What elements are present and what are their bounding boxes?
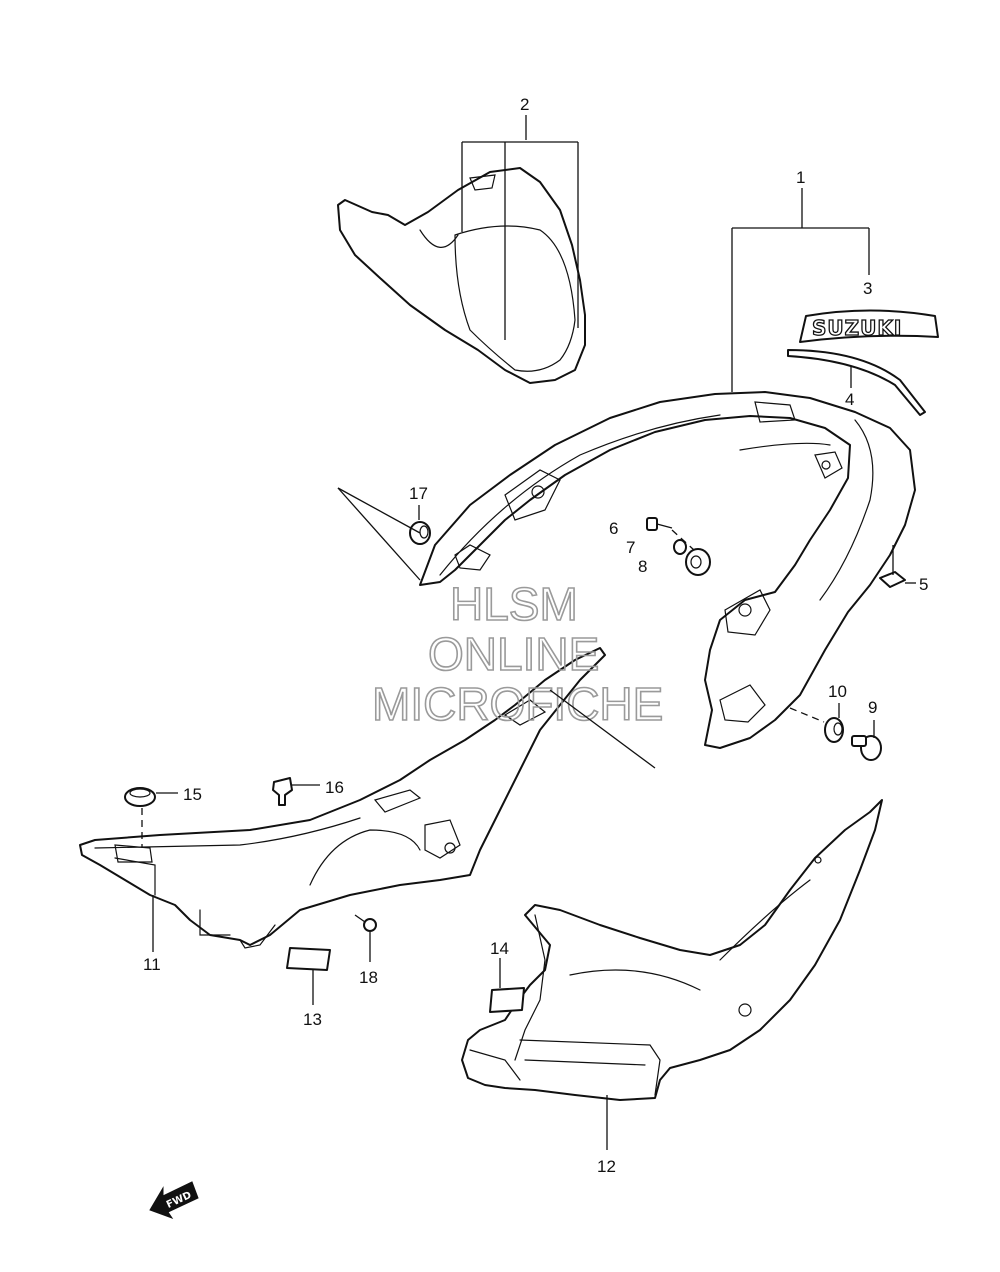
part-13-cushion-pad[interactable] xyxy=(286,947,331,1005)
callout-9: 9 xyxy=(868,698,877,717)
callout-6: 6 xyxy=(609,519,618,538)
part-4-stripe-tape[interactable] xyxy=(787,349,926,416)
part-16-clip[interactable] xyxy=(272,777,320,806)
part-2-rear-cowl[interactable] xyxy=(337,167,586,384)
watermark-line-3: MICROFICHE xyxy=(372,678,663,730)
emblem-text: SUZUKI xyxy=(812,316,902,340)
watermark-cross-lines xyxy=(337,487,656,769)
part-3-suzuki-emblem[interactable]: SUZUKI xyxy=(799,309,939,343)
part-17-grommet[interactable] xyxy=(409,505,431,545)
part-10-grommet[interactable] xyxy=(789,703,844,743)
part-8-cushion[interactable] xyxy=(685,548,711,576)
callout-10: 10 xyxy=(828,682,847,701)
fwd-arrow-icon: FWD xyxy=(149,1181,199,1219)
part-1-seat-tail-cover[interactable] xyxy=(419,391,916,749)
part-12-lower-side-cover[interactable] xyxy=(461,799,883,1101)
callout-16: 16 xyxy=(325,778,344,797)
callout-2-leaders xyxy=(461,115,579,340)
callout-labels: 1 2 3 4 5 6 7 8 9 10 11 12 13 14 15 16 1… xyxy=(143,95,928,1176)
callout-11: 11 xyxy=(143,955,161,974)
watermark: HLSM ONLINE MICROFICHE xyxy=(371,577,664,731)
callout-17: 17 xyxy=(409,484,428,503)
callout-13: 13 xyxy=(303,1010,322,1029)
callout-5: 5 xyxy=(919,575,928,594)
callout-4: 4 xyxy=(845,390,854,409)
part-15-grommet[interactable] xyxy=(124,787,178,848)
callout-1: 1 xyxy=(796,168,805,187)
watermark-line-2: ONLINE xyxy=(428,628,599,680)
part-14-cushion-pad[interactable] xyxy=(489,958,525,1013)
part-5-clip-nut[interactable] xyxy=(879,545,916,588)
callout-12: 12 xyxy=(597,1157,616,1176)
callout-18: 18 xyxy=(359,968,378,987)
callout-1-leaders xyxy=(731,188,870,392)
callout-8: 8 xyxy=(638,557,647,576)
part-11-side-cover[interactable] xyxy=(79,647,606,949)
callout-15: 15 xyxy=(183,785,202,804)
watermark-line-1: HLSM xyxy=(450,578,578,630)
part-7-collar[interactable] xyxy=(673,539,687,555)
callout-7: 7 xyxy=(626,538,635,557)
callout-2: 2 xyxy=(520,95,529,114)
callout-3: 3 xyxy=(863,279,872,298)
part-18-screw[interactable] xyxy=(354,914,377,962)
part-9-screw[interactable] xyxy=(851,720,882,761)
callout-14: 14 xyxy=(490,939,509,958)
